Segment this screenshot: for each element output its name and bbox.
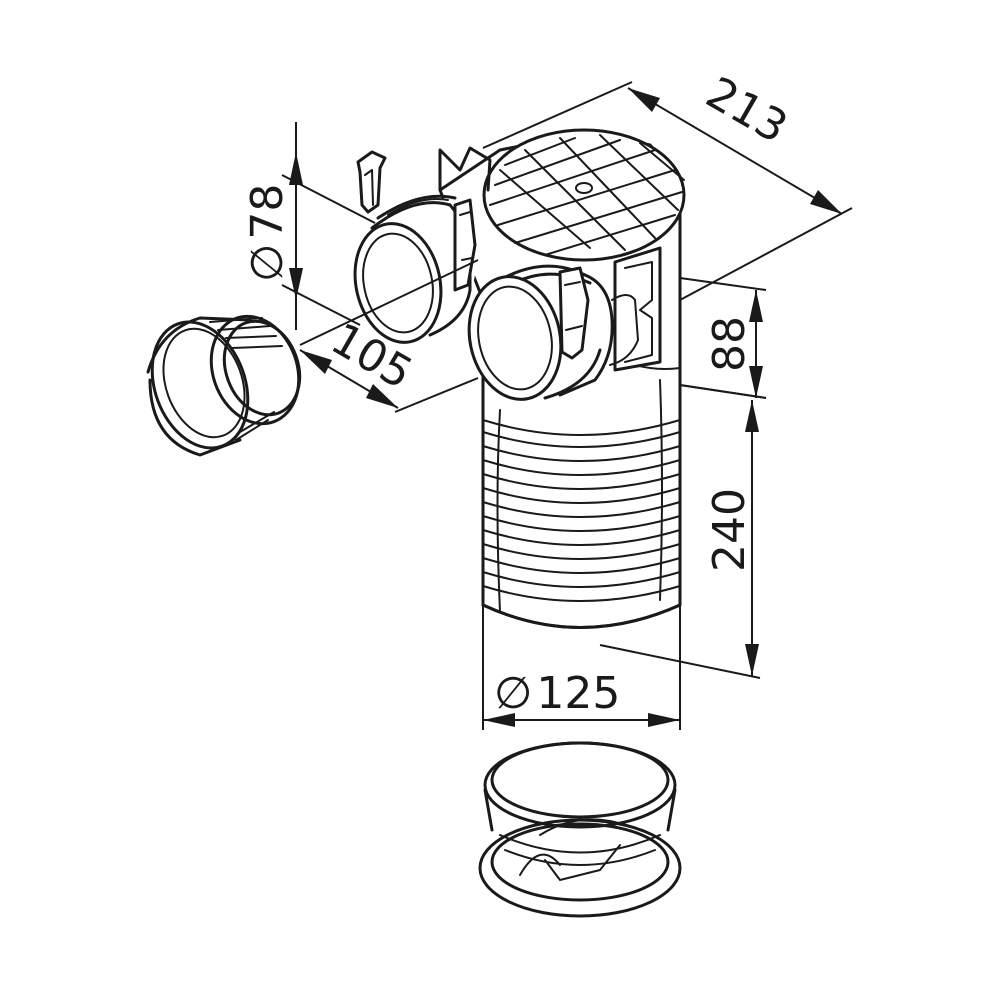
corrugation-rings	[481, 379, 682, 629]
bottom-ring	[478, 741, 682, 918]
dim-label-88: 88	[704, 316, 755, 372]
branch-spigot-front	[467, 262, 639, 401]
corrugated-pipe	[481, 373, 682, 629]
dim-label-213: 213	[698, 67, 796, 153]
dim-label-240: 240	[704, 488, 755, 572]
dimension-240: 240	[599, 384, 767, 679]
dimension-diameter-78: ∅78	[242, 122, 376, 330]
dimension-diameter-125: ∅125	[482, 605, 681, 730]
front-spigot-rim	[467, 275, 563, 401]
loose-clip	[356, 150, 387, 214]
back-spigot-rim	[353, 222, 443, 344]
dim-label-diameter-125: ∅125	[494, 668, 620, 719]
dim-label-diameter-78: ∅78	[242, 184, 293, 282]
side-flap	[613, 246, 662, 372]
seal-ring-left	[146, 314, 302, 457]
grille	[489, 134, 685, 256]
branch-spigot-back	[353, 194, 480, 344]
upper-housing	[438, 128, 686, 402]
front-clip	[558, 266, 590, 360]
dimension-88: 88	[679, 277, 767, 399]
